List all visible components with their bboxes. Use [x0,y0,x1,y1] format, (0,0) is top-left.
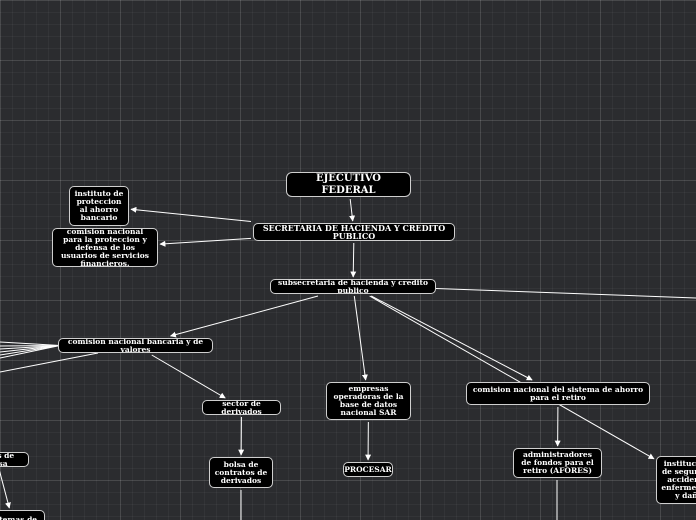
node-casas-de-bolsa[interactable]: casas de bolsa [0,452,29,467]
connector-subsecretaria-cnbv [169,295,319,338]
connector-cnbv-offscreen-7 [0,352,99,373]
node-instituciones-seguros[interactable]: instituciones de seguros de accidentes, … [656,456,696,504]
connector-shcp-condusef [159,237,252,247]
node-consar[interactable]: comision nacional del sistema de ahorro … [466,382,650,405]
connector-casa_bolsa-sistemas [0,470,11,509]
connector-subsecretaria-empresas_sar [353,295,368,381]
node-sector-derivados[interactable]: sector de derivados [202,400,281,415]
node-procesar[interactable]: PROCESAR [343,462,393,477]
connector-subsecretaria-offscreen [435,288,696,299]
connector-ejecutivo-shcp [349,198,356,222]
node-ipab[interactable]: instituto de proteccion al ahorro bancar… [69,186,129,226]
connector-subsecretaria-instituciones_seguros [369,295,655,460]
connector-shcp-ipab [130,206,252,222]
node-subsecretaria[interactable]: subsecretaria de hacienda y credito publ… [270,279,436,294]
connector-shcp-subsecretaria [350,242,357,278]
connector-subsecretaria-consar [370,295,533,381]
node-bolsa-contratos-derivados[interactable]: bolsa de contratos de derivados [209,457,273,488]
connector-cnbv-derivados [151,354,226,399]
connector-cnbv-offscreen-6 [0,345,61,359]
node-condusef[interactable]: comision nacional para la proteccion y d… [52,228,158,267]
node-empresas-operadoras-sar[interactable]: empresas operadoras de la base de datos … [326,382,411,420]
node-afores[interactable]: administradores de fondos para el retiro… [513,448,602,478]
node-cnbv[interactable]: comision nacional bancaria y de valores [58,338,213,353]
node-secretaria-hacienda[interactable]: SECRETARIA DE HACIENDA Y CREDITO PUBLICO [253,223,455,241]
connector-cnbv-offscreen-1 [0,341,61,346]
node-ejecutivo-federal[interactable]: EJECUTIVO FEDERAL [286,172,411,197]
node-sistemas[interactable]: sistemas de [0,510,45,520]
